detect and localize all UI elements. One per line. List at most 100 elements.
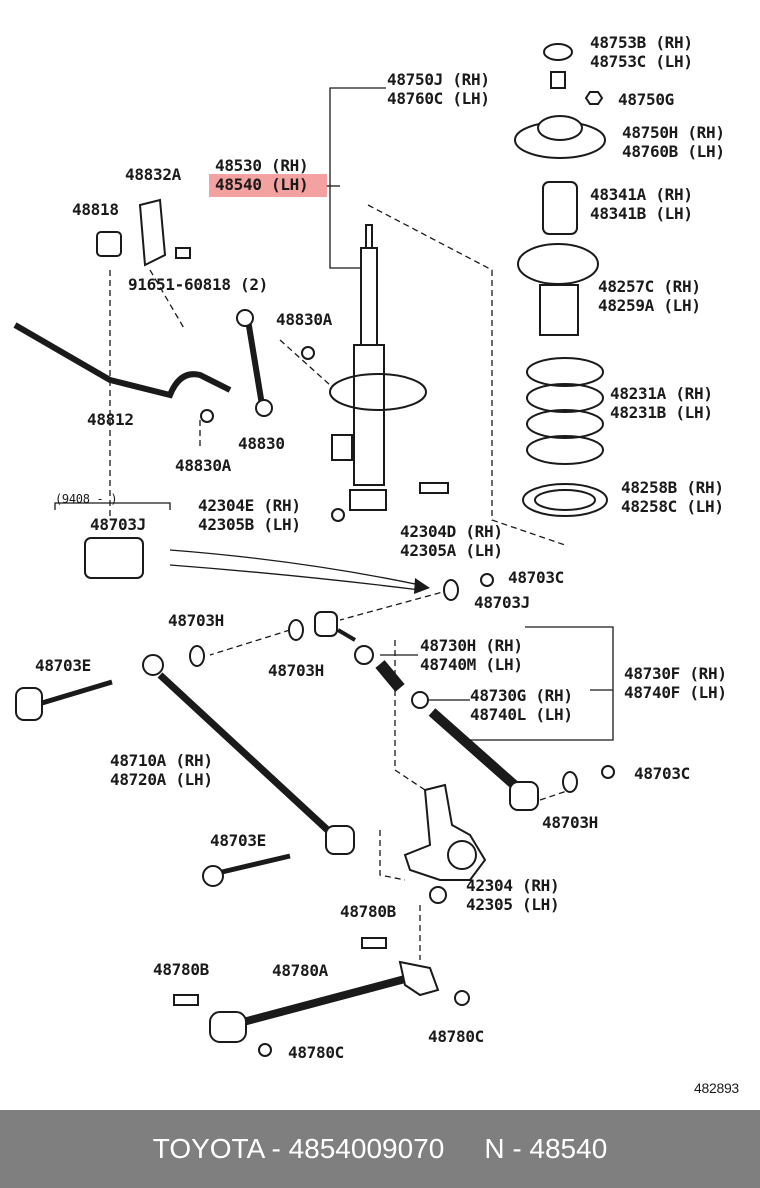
arm-end-48730g [509, 781, 539, 811]
label-48780c-bottom: 48780C [288, 1043, 344, 1062]
insulator-body-48257 [539, 284, 579, 336]
highlight-48540 [209, 174, 327, 197]
bushing-48730g [411, 691, 429, 709]
leader-48750j [329, 87, 386, 269]
exploded-view-drawing [13, 43, 615, 1057]
dash-48703h [209, 629, 291, 656]
arm-48780a [230, 971, 422, 1029]
label-48703e-left: 48703E [35, 656, 91, 675]
bolt-48780b-left [173, 994, 199, 1006]
footer-bar: TOYOTA - 4854009070 N - 48540 [0, 1110, 760, 1188]
bracket-48730 [470, 626, 614, 741]
label-48703h-a: 48703H [168, 611, 224, 630]
label-48812: 48812 [87, 410, 134, 429]
arm-end-48730 [314, 611, 338, 637]
label-48780c-right: 48780C [428, 1027, 484, 1046]
nut-48780c-right [454, 990, 470, 1006]
nut-48830a-bottom [200, 409, 214, 423]
label-48818: 48818 [72, 200, 119, 219]
arrow-line-a [169, 549, 421, 586]
bolt-48730 [336, 628, 357, 642]
arrow-line-b [169, 564, 421, 591]
label-48730f: 48730F (RH)48740F (LH) [624, 664, 727, 702]
label-48750h: 48750H (RH)48760B (LH) [622, 123, 725, 161]
coil-spring-48231 [526, 357, 604, 465]
footer-part-number: TOYOTA - 4854009070 [152, 1133, 445, 1164]
label-48703j-left: 48703J [90, 515, 146, 534]
nut-42304e [331, 508, 345, 522]
bushing-48818 [96, 231, 122, 257]
label-48703j-right: 48703J [474, 593, 530, 612]
label-48703c-right: 48703C [634, 764, 690, 783]
label-48753: 48753B (RH)48753C (LH) [590, 33, 693, 71]
label-48780b-top: 48780B [340, 902, 396, 921]
nut-cap-48753 [543, 43, 573, 61]
label-48780a: 48780A [272, 961, 328, 980]
washer-48703j [443, 579, 459, 601]
label-42304: 42304 (RH)42305 (LH) [466, 876, 560, 914]
arm-48730g [428, 708, 524, 794]
label-48750g: 48750G [618, 90, 674, 109]
dash-link [279, 339, 331, 386]
label-48258: 48258B (RH)48258C (LH) [621, 478, 724, 516]
shock-absorber-48530 [329, 224, 427, 511]
arm-48710a [157, 672, 336, 838]
label-48830a-bottom: 48830A [175, 456, 231, 475]
label-48730g: 48730G (RH)48740L (LH) [470, 686, 573, 724]
nut-48750j [550, 71, 566, 89]
insulator-inner-48258 [534, 489, 596, 511]
nut-48780c-bottom [258, 1043, 272, 1057]
label-48530: 48530 (RH)48540 (LH) [215, 156, 309, 194]
washer-48703h-a [288, 619, 304, 641]
diagram-ref-number: 482893 [694, 1080, 739, 1096]
label-48341: 48341A (RH)48341B (LH) [590, 185, 693, 223]
label-48710a: 48710A (RH)48720A (LH) [110, 751, 213, 789]
arrow-head [414, 578, 430, 594]
stabilizer-bar-48812 [13, 322, 232, 399]
dash-48832a [149, 269, 186, 331]
label-48257: 48257C (RH)48259A (LH) [598, 277, 701, 315]
parts-diagram: 48753B (RH)48753C (LH) 48750J (RH)48760C… [13, 33, 739, 1096]
label-9408: (9408 - ) [55, 492, 118, 506]
label-48703c-top: 48703C [508, 568, 564, 587]
label-48780b-left: 48780B [153, 960, 209, 979]
label-48703h-b: 48703H [268, 661, 324, 680]
bushing-48703e-left [15, 687, 43, 721]
plate-48703j [84, 537, 144, 579]
washer-48703h-b [189, 645, 205, 667]
support-top-48750h [537, 115, 583, 141]
nut-48703e-mid [202, 865, 224, 887]
nut-48750g [584, 91, 604, 105]
arm-end-48710a-bottom [325, 825, 355, 855]
insulator-48257 [517, 243, 599, 285]
arm-end-48710a-top [142, 654, 164, 676]
knuckle-42304 [403, 783, 487, 904]
label-42304e: 42304E (RH)42305B (LH) [198, 496, 301, 534]
footer-reference: N - 48540 [484, 1133, 608, 1164]
bolt-91651 [175, 247, 191, 259]
link-end-top [236, 309, 254, 327]
label-48703h-c: 48703H [542, 813, 598, 832]
arm-bracket-48780a [398, 960, 440, 997]
label-48750j: 48750J (RH)48760C (LH) [387, 70, 490, 108]
link-end-bottom [255, 399, 273, 417]
dash-strut-frame [367, 204, 566, 546]
label-48830: 48830 [238, 434, 285, 453]
bumper-48341 [542, 181, 578, 235]
bracket-9408 [54, 502, 171, 510]
bushing-48730h [354, 645, 374, 665]
label-91651: 91651-60818 (2) [128, 275, 268, 294]
stabilizer-link-48830 [245, 319, 265, 406]
arm-end-48780a [209, 1011, 247, 1043]
dash-48703h-c [539, 789, 571, 801]
nut-48703c-right [601, 765, 615, 779]
nut-48830a-top [301, 346, 315, 360]
bolt-48780b-top [361, 937, 387, 949]
washer-48703h-c [562, 771, 578, 793]
bolt-48703e-left [41, 679, 113, 706]
label-48830a-top: 48830A [276, 310, 332, 329]
sleeve-48730h [375, 660, 405, 692]
label-48703e-mid: 48703E [210, 831, 266, 850]
label-48231: 48231A (RH)48231B (LH) [610, 384, 713, 422]
nut-48703c-top [480, 573, 494, 587]
